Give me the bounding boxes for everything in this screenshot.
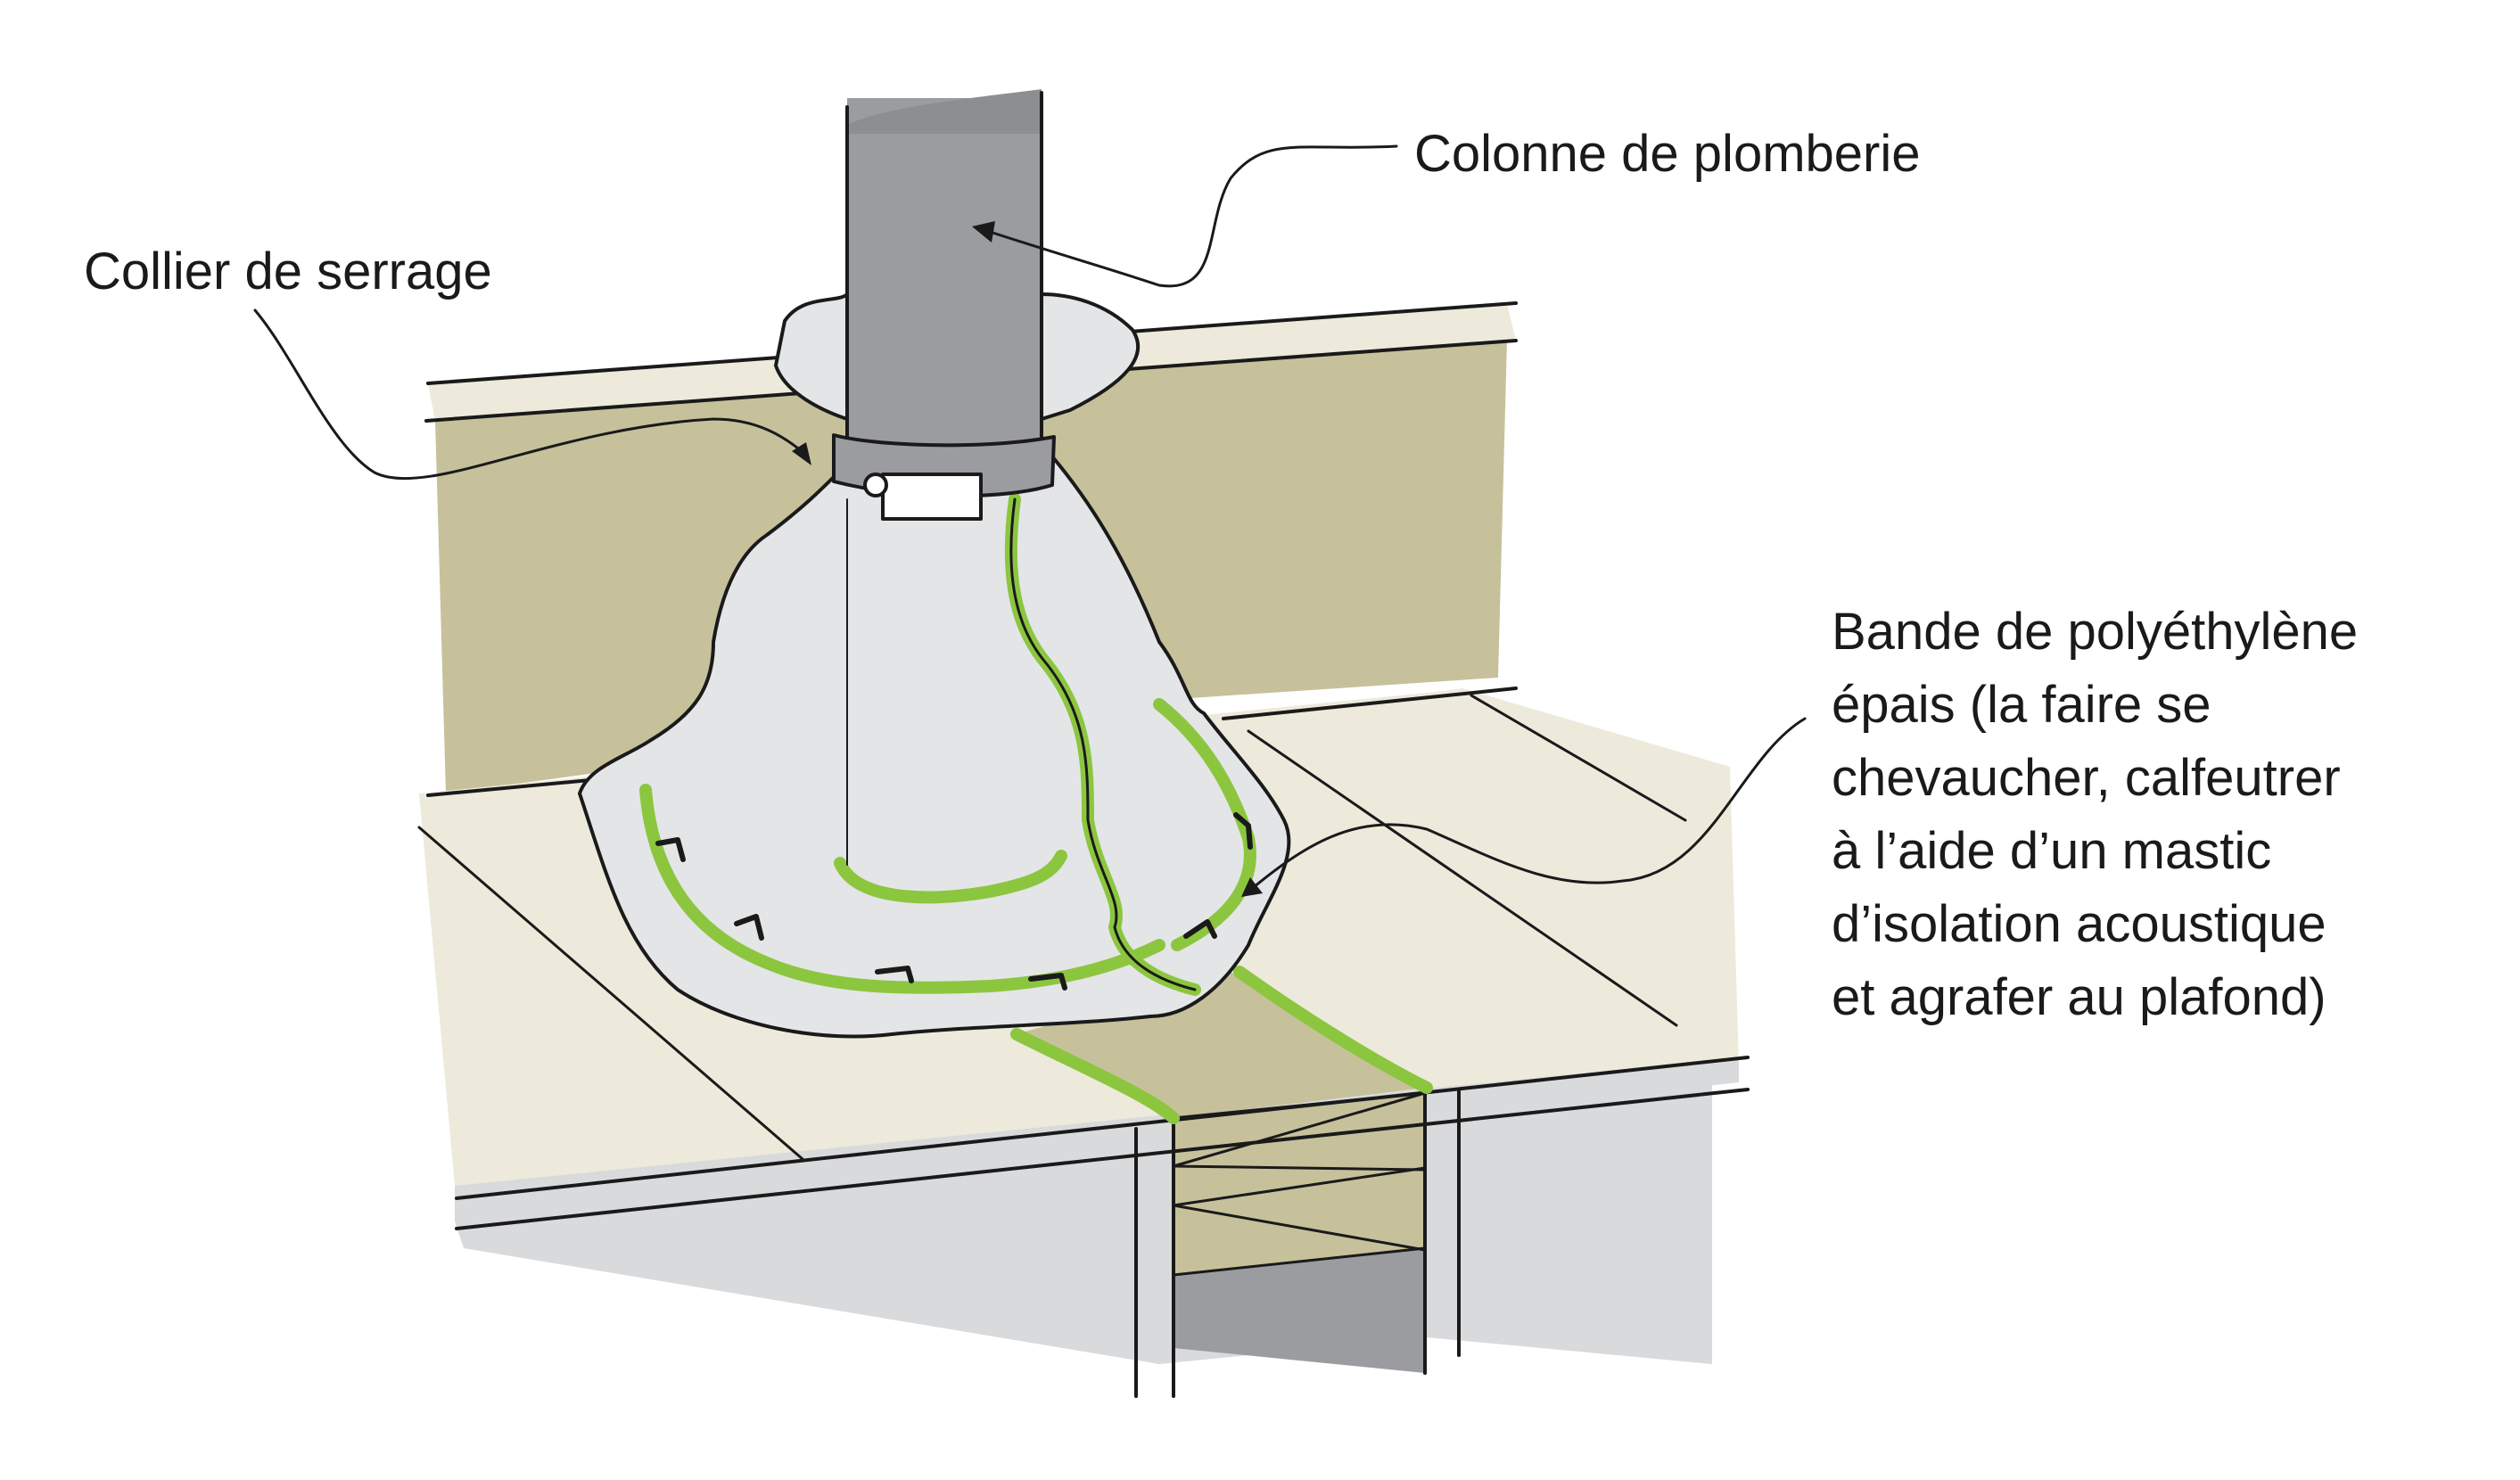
joist-line xyxy=(1172,1246,1427,1277)
staple-icon xyxy=(655,837,686,862)
label-line: et agrafer au plafond) xyxy=(1832,968,2326,1026)
sealant-bead xyxy=(639,784,1165,994)
leader-line-bande xyxy=(1247,717,1807,893)
label-line: Bande de polyéthylène xyxy=(1832,603,2359,661)
sealant-bead xyxy=(1010,1028,1180,1124)
joist-lower xyxy=(1174,1248,1425,1373)
arrowhead-icon xyxy=(1241,877,1263,897)
ceiling-seam xyxy=(1470,694,1687,822)
sealant-bead xyxy=(1233,966,1433,1094)
joist-line xyxy=(1172,1164,1427,1172)
arrowhead-icon xyxy=(972,221,995,243)
joist-line xyxy=(1172,1204,1427,1252)
staple-icon xyxy=(734,914,764,941)
label-line: chevaucher, calfeutrer xyxy=(1832,749,2341,807)
staple-icon xyxy=(875,966,914,983)
plumbing-pipe-top xyxy=(847,89,1042,134)
label-colonne-de-plomberie: Colonne de plomberie xyxy=(1414,125,1921,183)
leader-line-collier xyxy=(253,308,808,481)
leader-line-colonne xyxy=(977,144,1398,288)
plumbing-pipe xyxy=(847,98,1042,455)
membrane-flare xyxy=(774,292,1141,421)
seam-line xyxy=(1009,497,1197,991)
clamp-screw-housing xyxy=(881,473,983,521)
label-line: d’isolation acoustique xyxy=(1832,895,2326,953)
joist-line xyxy=(1172,1166,1427,1207)
joist-line xyxy=(1172,1091,1427,1168)
arrowhead-icon xyxy=(792,442,811,465)
clamp-screw-icon xyxy=(863,473,888,497)
joist-line xyxy=(1172,1091,1427,1120)
sealant-bead xyxy=(834,850,1067,904)
ceiling-seam xyxy=(417,826,804,1161)
ceiling-edge-line xyxy=(455,1056,1750,1200)
staple-icon xyxy=(1233,812,1253,850)
staple-icon xyxy=(1028,973,1067,991)
label-line: épais (la faire se xyxy=(1832,676,2211,734)
staple-icon xyxy=(1183,919,1217,939)
label-line: à l’aide d’un mastic xyxy=(1832,822,2272,880)
wall-edge-line xyxy=(1222,687,1518,720)
ceiling-edge-line xyxy=(455,1088,1750,1230)
label-collier-de-serrage: Collier de serrage xyxy=(84,243,492,300)
ceiling-seam xyxy=(1247,729,1678,1027)
joist-face xyxy=(1174,1093,1425,1275)
label-bande-de-polyethylene: Bande de polyéthylène épais (la faire se… xyxy=(1832,596,2358,1034)
